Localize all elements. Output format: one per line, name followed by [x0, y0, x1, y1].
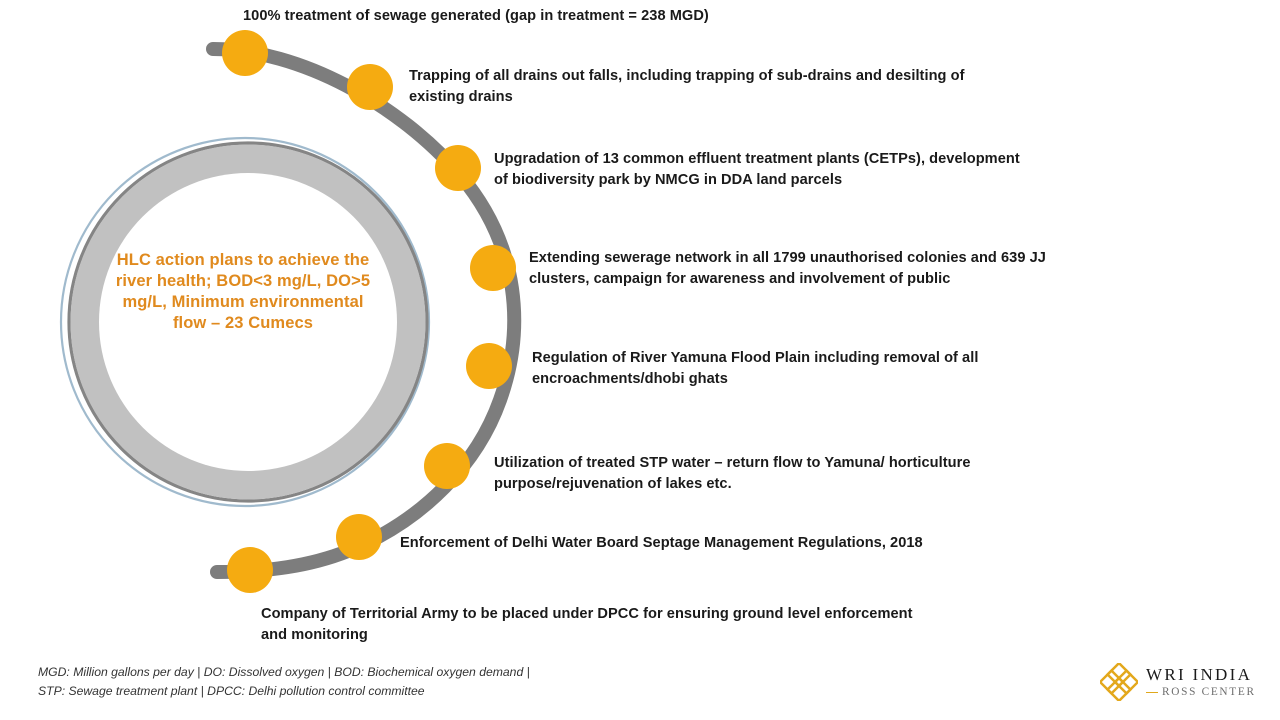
step-label-5: Regulation of River Yamuna Flood Plain i…	[532, 350, 979, 387]
abbreviation-footnote: MGD: Million gallons per day | DO: Disso…	[38, 663, 738, 700]
step-node-8[interactable]	[227, 547, 273, 593]
logo-dash-icon	[1146, 691, 1158, 694]
logo-wordmark: WRI INDIA ROSS CENTER	[1146, 666, 1256, 698]
step-label-2: Trapping of all drains out falls, includ…	[409, 68, 965, 105]
footnote-line-1: MGD: Million gallons per day | DO: Disso…	[38, 665, 530, 679]
step-label-1: 100% treatment of sewage generated (gap …	[243, 8, 709, 24]
step-label-3: Upgradation of 13 common effluent treatm…	[494, 151, 1020, 188]
center-ring-caption: HLC action plans to achieve the river he…	[115, 251, 371, 332]
step-label-7: Enforcement of Delhi Water Board Septage…	[400, 535, 923, 551]
step-node-2[interactable]	[347, 64, 393, 110]
step-label-4: Extending sewerage network in all 1799 u…	[529, 250, 1046, 287]
logo-subtitle: ROSS CENTER	[1162, 685, 1256, 698]
step-node-5[interactable]	[466, 343, 512, 389]
logo-subtitle-row: ROSS CENTER	[1146, 685, 1256, 698]
step-node-3[interactable]	[435, 145, 481, 191]
step-node-6[interactable]	[424, 443, 470, 489]
step-node-4[interactable]	[470, 245, 516, 291]
step-label-6: Utilization of treated STP water – retur…	[494, 455, 971, 492]
step-label-8: Company of Territorial Army to be placed…	[261, 606, 913, 643]
step-node-1[interactable]	[222, 30, 268, 76]
footnote-line-2: STP: Sewage treatment plant | DPCC: Delh…	[38, 683, 425, 698]
wri-india-logo: WRI INDIA ROSS CENTER	[1100, 659, 1260, 705]
wri-knot-icon	[1100, 663, 1138, 701]
logo-title: WRI INDIA	[1146, 664, 1253, 684]
step-node-7[interactable]	[336, 514, 382, 560]
